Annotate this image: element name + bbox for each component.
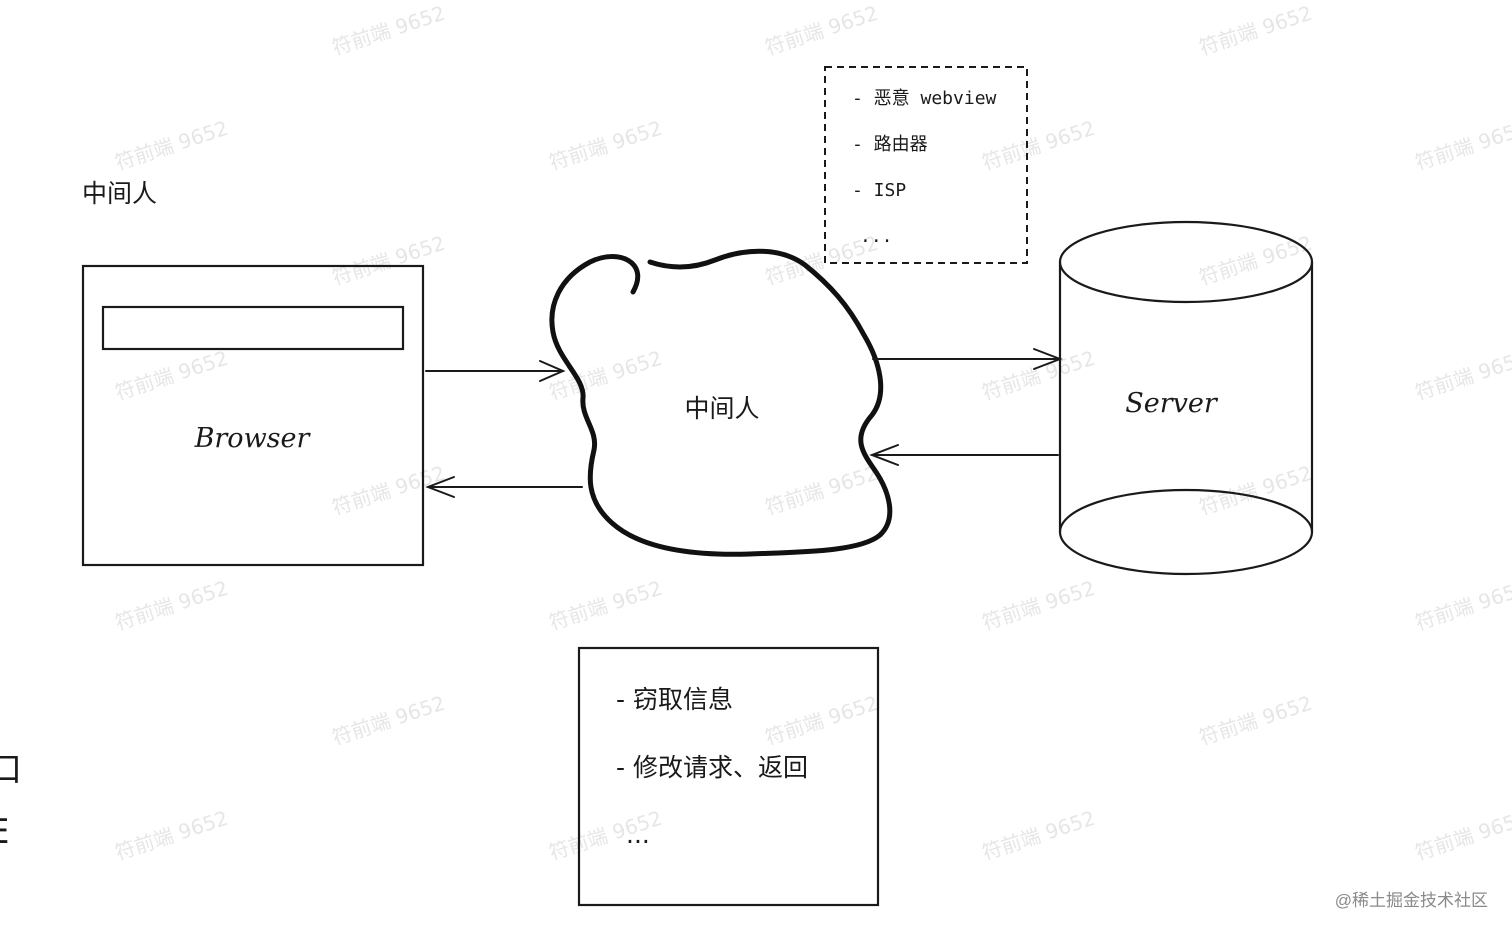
attackers-frame bbox=[824, 66, 1028, 264]
attacker-item: - 路由器 bbox=[852, 134, 928, 155]
watermark: 符前端 9652 bbox=[546, 116, 665, 175]
server-bottom bbox=[1058, 488, 1314, 576]
attacker-item: - 恶意 webview bbox=[852, 88, 997, 109]
watermark: 符前端 9652 bbox=[762, 461, 881, 520]
server-body bbox=[1058, 262, 1314, 532]
watermark: 符前端 9652 bbox=[1412, 346, 1512, 405]
title-label: 中间人 bbox=[82, 179, 157, 208]
watermark: 符前端 9652 bbox=[979, 116, 1098, 175]
risks-box: - 窃取信息 - 修改请求、返回 ... bbox=[577, 646, 880, 907]
watermark: 符前端 9652 bbox=[762, 691, 881, 750]
risk-item: - 窃取信息 bbox=[616, 685, 733, 714]
mitm-cloud: 中间人 bbox=[549, 248, 893, 557]
watermark: 符前端 9652 bbox=[329, 231, 448, 290]
attackers-box: - 恶意 webview - 路由器 - ISP ... bbox=[824, 66, 1028, 264]
watermark: 符前端 9652 bbox=[1412, 806, 1512, 865]
watermark: 符前端 9652 bbox=[112, 346, 231, 405]
edge-glyph: E bbox=[0, 812, 9, 852]
watermark: 符前端 9652 bbox=[1196, 691, 1315, 750]
risk-item: ... bbox=[626, 820, 650, 849]
arrow-browser-to-mitm bbox=[425, 360, 566, 382]
watermark: 符前端 9652 bbox=[1412, 116, 1512, 175]
server-node: Server bbox=[1058, 220, 1314, 576]
watermark: 符前端 9652 bbox=[979, 576, 1098, 635]
browser-label: Browser bbox=[194, 423, 312, 454]
watermark: 符前端 9652 bbox=[112, 806, 231, 865]
browser-node: Browser bbox=[81, 264, 425, 567]
arrow-mitm-to-browser bbox=[425, 476, 583, 498]
risks-frame bbox=[577, 646, 880, 907]
watermark: 符前端 9652 bbox=[112, 116, 231, 175]
watermark: 符前端 9652 bbox=[979, 346, 1098, 405]
watermark-layer: 符前端 9652 符前端 9652 符前端 9652 符前端 9652 符前端 … bbox=[112, 1, 1512, 865]
attacker-item: ... bbox=[860, 226, 893, 247]
arrow-server-to-mitm bbox=[869, 444, 1059, 466]
watermark: 符前端 9652 bbox=[112, 576, 231, 635]
watermark: 符前端 9652 bbox=[979, 806, 1098, 865]
watermark: 符前端 9652 bbox=[1412, 576, 1512, 635]
watermark: 符前端 9652 bbox=[1196, 1, 1315, 60]
browser-address-bar bbox=[101, 305, 405, 351]
watermark: 符前端 9652 bbox=[329, 1, 448, 60]
server-label: Server bbox=[1125, 388, 1219, 419]
credit-label: @稀土掘金技术社区 bbox=[1334, 891, 1488, 910]
watermark: 符前端 9652 bbox=[762, 1, 881, 60]
attacker-item: - ISP bbox=[852, 180, 906, 201]
browser-frame bbox=[81, 264, 425, 567]
watermark: 符前端 9652 bbox=[546, 576, 665, 635]
risk-item: - 修改请求、返回 bbox=[616, 753, 808, 782]
watermark: 符前端 9652 bbox=[329, 461, 448, 520]
mitm-label: 中间人 bbox=[684, 394, 759, 423]
watermark: 符前端 9652 bbox=[329, 691, 448, 750]
edge-glyph: 口 bbox=[0, 750, 22, 790]
